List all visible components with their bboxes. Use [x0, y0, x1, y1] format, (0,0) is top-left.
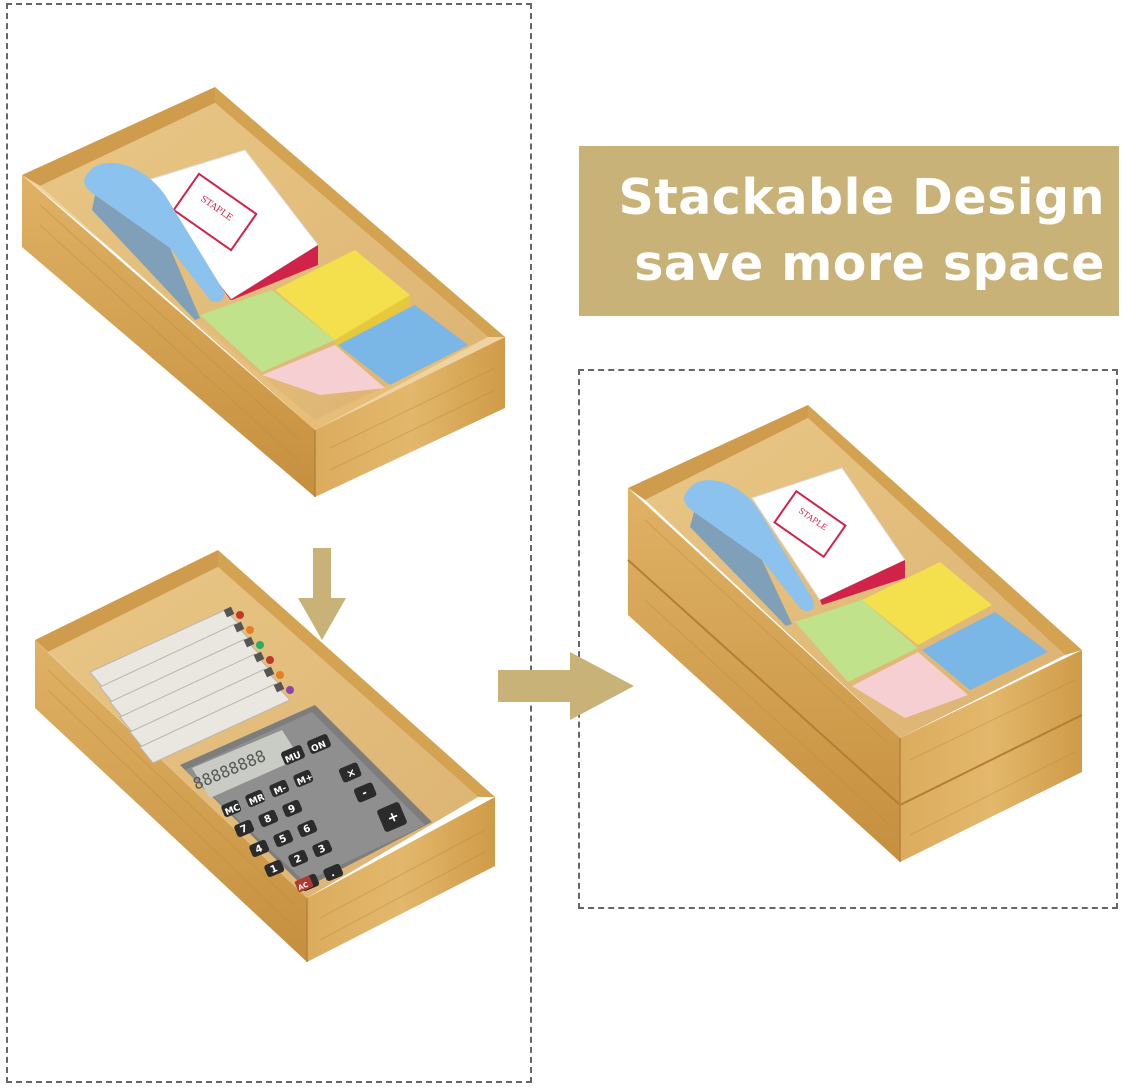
key-1: 1	[269, 863, 280, 876]
key-plus: +	[385, 808, 402, 827]
marker-pens	[89, 606, 294, 764]
sticky-note-yellow	[275, 250, 410, 340]
calculator: 88888888 MU ON	[180, 705, 432, 892]
arrow-down-icon	[298, 548, 346, 640]
key-m-minus: M-	[273, 783, 289, 797]
stapler	[84, 162, 225, 302]
sticky-note-blue-right	[922, 612, 1048, 690]
sticky-note-blue	[338, 305, 468, 385]
key-9: 9	[287, 803, 298, 816]
sticky-note-pink-right	[852, 652, 968, 718]
key-5: 5	[278, 833, 289, 846]
right-dashed-frame	[578, 369, 1118, 909]
sticky-note-pink	[262, 345, 385, 395]
headline-line-1: Stackable Design	[618, 169, 1105, 226]
left-dashed-frame	[6, 3, 532, 1083]
key-dot: .	[329, 868, 337, 880]
arrow-right-icon	[498, 652, 634, 720]
bottom-left-organizer-box: 88888888 MU ON	[35, 550, 495, 962]
key-ac: AC	[297, 881, 310, 892]
key-4: 4	[254, 843, 265, 856]
key-3: 3	[317, 843, 328, 856]
headline-banner: Stackable Design save more space	[579, 146, 1119, 316]
calculator-display	[192, 730, 300, 798]
key-7: 7	[239, 823, 250, 836]
headline-line-2: save more space	[634, 235, 1105, 292]
top-left-organizer-box: STAPLE	[22, 87, 505, 497]
key-6: 6	[302, 823, 313, 836]
stapler-right	[684, 480, 814, 612]
sticky-note-green	[200, 290, 335, 372]
key-minus: -	[360, 786, 369, 800]
stacked-organizer-boxes: STAPLE	[627, 405, 1083, 862]
key-2: 2	[293, 853, 304, 866]
key-8: 8	[263, 813, 274, 826]
sticky-note-green-right	[795, 600, 918, 682]
sticky-note-yellow-right	[862, 562, 992, 645]
